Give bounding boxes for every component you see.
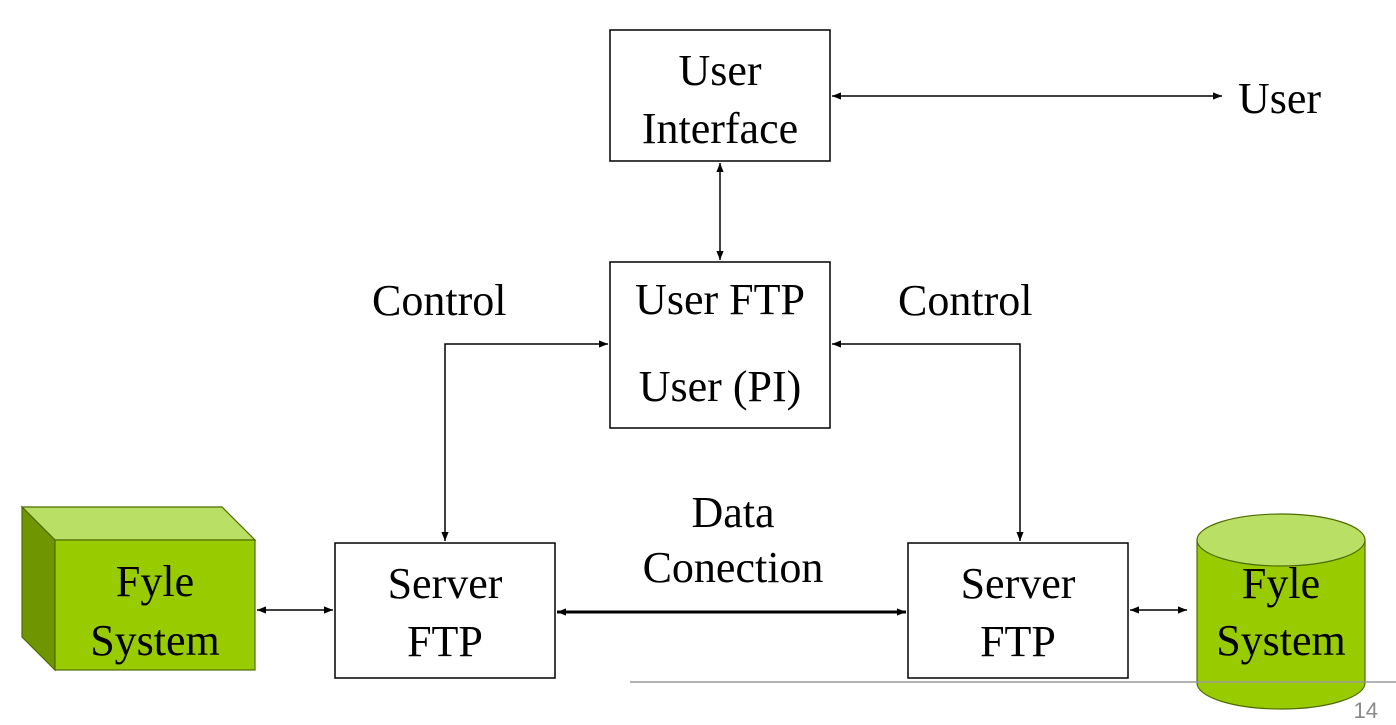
user-interface-line1: User xyxy=(678,46,761,95)
user-interface-box xyxy=(609,29,831,162)
server-ftp-right-box xyxy=(907,542,1129,679)
file-system-right-line1: Fyle xyxy=(1242,559,1320,608)
file-system-left-line2: System xyxy=(90,616,220,665)
server-ftp-left-box xyxy=(334,542,556,679)
server-ftp-left-line2: FTP xyxy=(407,617,483,666)
user-ftp-box xyxy=(609,261,831,429)
user-interface-node: User Interface xyxy=(609,29,831,162)
user-interface-line2: Interface xyxy=(642,104,798,153)
cube-top-face xyxy=(20,506,257,541)
data-connection-label-line2: Conection xyxy=(643,543,824,592)
cylinder-top xyxy=(1196,513,1366,567)
user-ftp-line1: User FTP xyxy=(635,275,805,324)
server-ftp-right-line1: Server xyxy=(961,559,1076,608)
user-ftp-line2: User (PI) xyxy=(639,362,802,411)
cube-front-face xyxy=(54,539,256,671)
user-external-label: User xyxy=(1238,74,1321,123)
cylinder-body xyxy=(1196,539,1366,710)
connector-control-right xyxy=(832,340,1024,541)
server-ftp-right-line2: FTP xyxy=(980,617,1056,666)
slide-number: 14 xyxy=(1354,698,1378,723)
server-ftp-right-node: Server FTP xyxy=(907,542,1129,679)
file-system-left-line1: Fyle xyxy=(116,557,194,606)
control-left-label: Control xyxy=(372,276,506,325)
control-right-label: Control xyxy=(898,276,1032,325)
server-ftp-left-line1: Server xyxy=(388,559,503,608)
file-system-right-node: Fyle System xyxy=(1196,513,1366,710)
user-ftp-node: User FTP User (PI) xyxy=(609,261,831,429)
data-connection-label-line1: Data xyxy=(691,488,774,537)
connector-control-left xyxy=(441,340,608,541)
file-system-right-line2: System xyxy=(1216,616,1346,665)
server-ftp-left-node: Server FTP xyxy=(334,542,556,679)
file-system-left-node: Fyle System xyxy=(20,505,257,672)
